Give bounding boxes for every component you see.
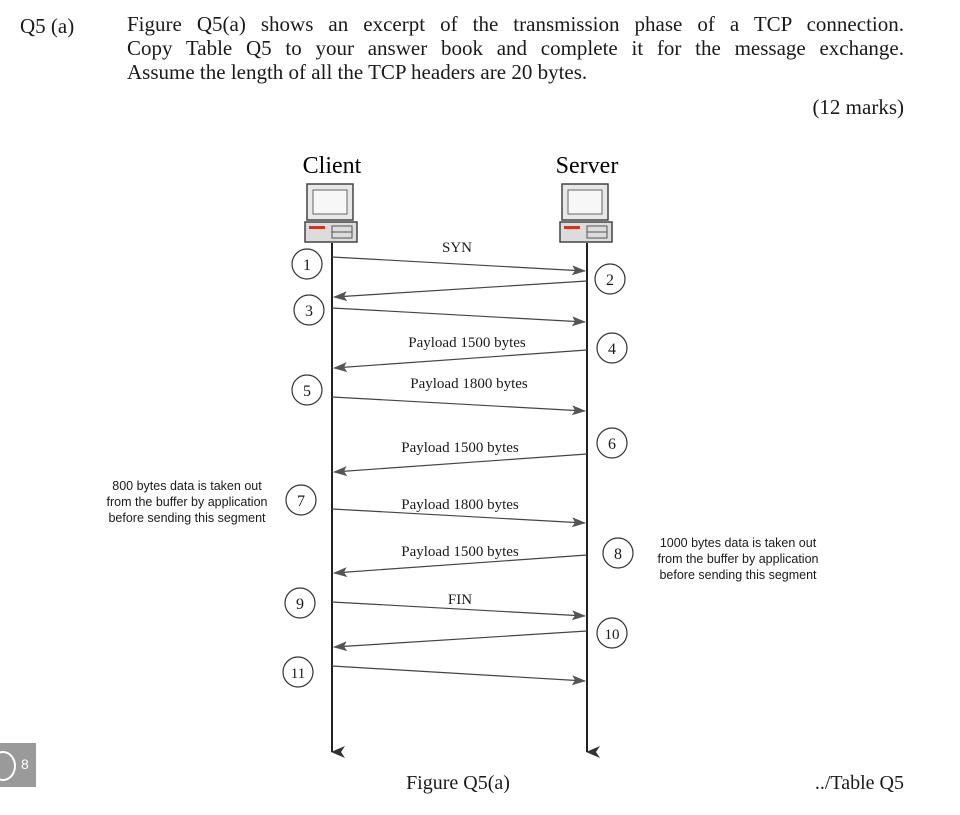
svg-text:6: 6 <box>608 436 616 453</box>
arrow-1-syn <box>331 256 586 276</box>
arrow-8 <box>333 554 588 578</box>
arrow-4 <box>333 349 588 373</box>
svg-text:7: 7 <box>297 493 305 510</box>
message-label-7: Payload 1800 bytes <box>401 497 519 513</box>
svg-text:11: 11 <box>291 666 305 682</box>
step-circle-2: 2 <box>594 263 626 295</box>
svg-text:2: 2 <box>606 272 614 289</box>
step-circle-4: 4 <box>596 332 628 364</box>
arrow-7 <box>331 508 586 528</box>
arrow-2 <box>333 280 588 302</box>
step-circle-3: 3 <box>293 294 325 326</box>
arrow-9-fin <box>331 601 586 621</box>
arrow-10 <box>333 630 588 652</box>
client-note-line: 800 bytes data is taken out <box>112 479 262 493</box>
question-line: Copy Table Q5 to your answer book and co… <box>127 36 904 60</box>
client-note-line: before sending this segment <box>108 511 266 525</box>
server-note-line: before sending this segment <box>659 568 817 582</box>
message-label-8: Payload 1500 bytes <box>401 544 519 560</box>
question-line: Figure Q5(a) shows an excerpt of the tra… <box>127 12 904 36</box>
svg-text:5: 5 <box>303 383 311 400</box>
server-label: Server <box>556 153 619 179</box>
step-circle-5: 5 <box>291 374 323 406</box>
step-circle-10: 10 <box>596 617 628 649</box>
step-circle-8: 8 <box>602 537 634 569</box>
message-label-5: Payload 1800 bytes <box>410 376 528 392</box>
arrow-5 <box>331 396 586 416</box>
server-note-line: from the buffer by application <box>658 552 819 566</box>
arrow-11 <box>331 665 586 686</box>
step-circle-1: 1 <box>291 248 323 280</box>
svg-text:4: 4 <box>608 341 616 358</box>
svg-text:3: 3 <box>305 303 313 320</box>
page-number: 8 <box>21 756 29 772</box>
svg-text:1: 1 <box>303 257 311 274</box>
figure-caption: Figure Q5(a) <box>406 772 510 794</box>
question-text: Figure Q5(a) shows an excerpt of the tra… <box>127 12 904 84</box>
question-number: Q5 (a) <box>20 14 75 38</box>
client-label: Client <box>303 153 362 179</box>
step-circle-6: 6 <box>596 427 628 459</box>
client-note-line: from the buffer by application <box>107 495 268 509</box>
step-circle-9: 9 <box>284 587 316 619</box>
client-computer-icon <box>304 183 358 243</box>
continued-label: ../Table Q5 <box>814 772 904 794</box>
message-label-4: Payload 1500 bytes <box>408 335 526 351</box>
message-label-6: Payload 1500 bytes <box>401 440 519 456</box>
page-number-badge: 8 <box>0 743 36 787</box>
question-line: Assume the length of all the TCP headers… <box>127 60 588 84</box>
svg-text:9: 9 <box>296 596 304 613</box>
server-computer-icon <box>559 183 613 243</box>
server-note-line: 1000 bytes data is taken out <box>660 536 817 550</box>
arrow-3 <box>331 307 586 327</box>
step-circle-11: 11 <box>282 656 314 688</box>
marks: (12 marks) <box>812 95 904 119</box>
svg-text:10: 10 <box>605 627 620 643</box>
svg-text:8: 8 <box>614 546 622 563</box>
step-circle-7: 7 <box>285 484 317 516</box>
message-label-fin: FIN <box>448 592 472 608</box>
message-label-syn: SYN <box>442 240 472 256</box>
arrow-6 <box>333 453 588 477</box>
